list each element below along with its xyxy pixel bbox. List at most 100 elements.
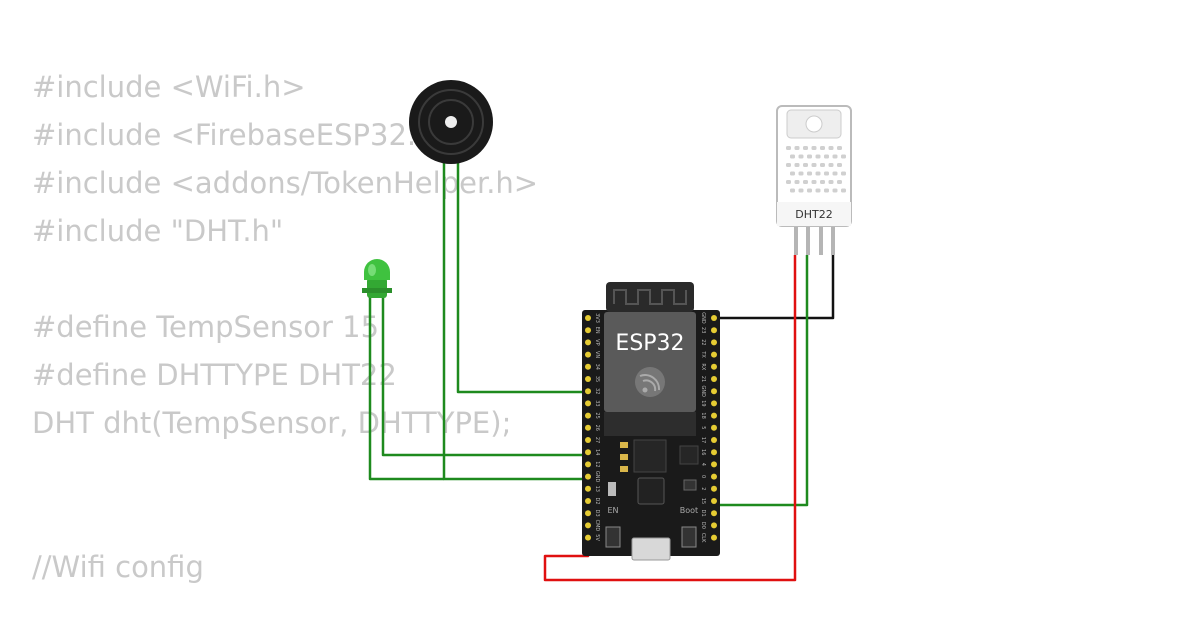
grille-slot [837,180,842,184]
pin[interactable] [711,449,717,456]
espressif-logo-icon [635,367,665,397]
grille-slot [803,163,808,167]
pin[interactable] [711,510,717,517]
pin[interactable] [711,485,717,492]
grille-slot [815,171,821,176]
pin[interactable] [585,315,591,321]
grille-slot [790,154,795,159]
led-wire-2[interactable] [368,296,444,481]
pin[interactable] [711,498,717,504]
grille-slot [815,154,821,159]
pin[interactable] [711,376,717,382]
pin-label: D2 [594,497,600,504]
pin[interactable] [585,449,591,456]
pin[interactable] [585,327,591,334]
pin[interactable] [585,388,591,395]
pin[interactable] [585,400,591,407]
grille-slot [824,188,829,193]
grille-slot [832,154,838,159]
led-wire-1[interactable] [381,296,588,457]
pin-label: 2 [700,487,706,490]
dht22-sensor[interactable]: DHT22 [776,105,852,255]
boot-button[interactable] [681,526,697,548]
pin-label: 35 [594,376,600,382]
pin[interactable] [585,424,591,431]
esp32-board[interactable]: ESP32 EN Boot 3V3ENVPVN34353233252627141… [582,282,720,561]
en-button[interactable] [605,526,621,548]
grille-slot [815,188,821,193]
pin[interactable] [711,388,717,395]
pin-label: 23 [700,327,706,333]
pin-label: CLK [700,533,706,543]
grille-slot [841,171,846,176]
pin[interactable] [585,339,591,346]
pin[interactable] [585,351,591,358]
pin-label: 0 [700,475,706,478]
pin-label: 32 [594,388,600,394]
pin-label: 34 [594,364,600,370]
grille-slot [786,163,791,167]
pin-label: 5V [594,534,600,541]
grille-slot [811,180,817,184]
pin-label: RX [700,363,706,370]
pin-label: 4 [700,463,706,466]
pin[interactable] [711,339,717,346]
grille-slot [820,146,825,150]
pin[interactable] [711,534,717,541]
pin[interactable] [585,363,591,370]
esp32-label: ESP32 [615,331,684,356]
code-line-4: #include "DHT.h" [32,214,284,248]
buzzer[interactable] [409,80,493,164]
pin[interactable] [711,437,717,443]
pin-label: 27 [594,437,600,443]
pin[interactable] [711,351,717,358]
dht-gnd-wire[interactable] [719,255,835,320]
pin[interactable] [585,473,591,480]
grille-slot [807,171,812,176]
buzzer-wire-2[interactable] [442,150,588,481]
pin-label: EN [594,327,600,334]
pin[interactable] [711,400,717,407]
grille-slot [790,188,795,193]
pin-label: 16 [700,449,706,455]
pin[interactable] [711,412,717,419]
pin[interactable] [585,510,591,517]
pin[interactable] [585,498,591,504]
pin[interactable] [711,315,717,321]
dht22-label: DHT22 [795,208,832,221]
pin[interactable] [585,485,591,492]
pin-label: 3V3 [594,313,600,323]
dht-data-wire[interactable] [719,255,809,507]
usb-port[interactable] [631,537,671,561]
pin-label: 15 [700,498,706,504]
pin[interactable] [585,461,591,468]
pin[interactable] [711,327,717,334]
green-led[interactable] [362,259,392,298]
pin[interactable] [585,522,591,529]
grille-slot [794,146,800,150]
pin[interactable] [711,363,717,370]
pin[interactable] [711,461,717,468]
buzzer-wire-1[interactable] [456,150,588,394]
grille-slot [811,163,817,167]
pin-label: 5 [700,426,706,429]
pin-label: 22 [700,339,706,345]
pin-label: 14 [594,449,600,455]
pin[interactable] [711,522,717,529]
pin-label: GND [594,471,600,483]
grille-slot [828,180,834,184]
pin-label: D3 [594,510,600,517]
pin[interactable] [711,473,717,480]
pin[interactable] [585,437,591,443]
pin-label: VP [594,339,600,345]
pin-label: 13 [594,486,600,492]
pin[interactable] [585,376,591,382]
pin[interactable] [585,412,591,419]
code-line-7: #define DHTTYPE DHT22 [32,358,397,392]
grille-slot [798,154,804,159]
grille-slot [790,171,795,176]
pin[interactable] [711,424,717,431]
pin[interactable] [585,534,591,541]
